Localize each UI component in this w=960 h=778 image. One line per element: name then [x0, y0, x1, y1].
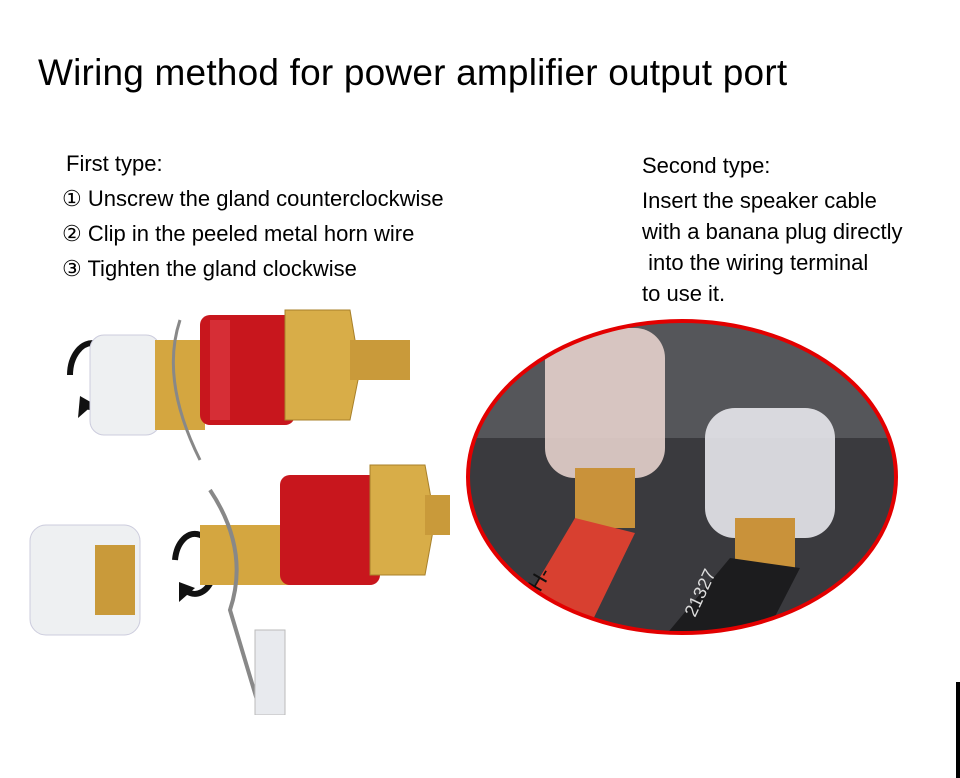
step-2: ② Clip in the peeled metal horn wire [62, 221, 415, 246]
terminal-assembled-illustration [67, 309, 410, 461]
step-3: ③ Tighten the gland clockwise [62, 256, 357, 281]
second-type-instructions: Second type: Insert the speaker cable wi… [642, 150, 903, 309]
banana-plug-closeup: H- 21327 [466, 319, 898, 635]
terminal-disassembled-illustration [29, 464, 450, 715]
second-type-line: into the wiring terminal [642, 250, 869, 275]
arrow-head [179, 582, 195, 602]
step-1: ① Unscrew the gland counterclockwise [62, 186, 444, 211]
second-type-heading: Second type: [642, 153, 771, 178]
second-type-line: Insert the speaker cable [642, 188, 877, 213]
oval-border [466, 319, 898, 635]
arrow-head [78, 396, 94, 418]
first-type-instructions: First type: ① Unscrew the gland counterc… [62, 146, 444, 286]
page-title: Wiring method for power amplifier output… [38, 52, 788, 93]
second-type-line: with a banana plug directly [642, 219, 903, 244]
second-type-line: to use it. [642, 281, 726, 306]
edge-line [956, 682, 960, 778]
first-type-heading: First type: [66, 151, 163, 176]
